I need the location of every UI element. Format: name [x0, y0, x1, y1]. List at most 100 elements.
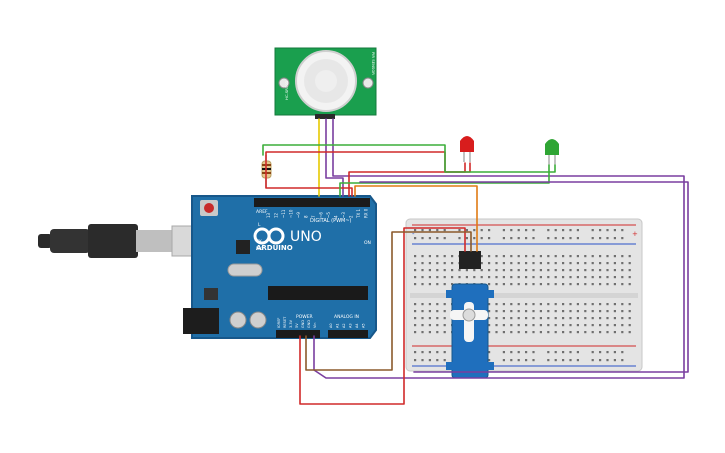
breadboard-hole[interactable]	[525, 351, 528, 354]
breadboard-hole[interactable]	[606, 262, 609, 265]
breadboard-hole[interactable]	[510, 331, 513, 334]
breadboard-hole[interactable]	[599, 351, 602, 354]
breadboard-hole[interactable]	[532, 351, 535, 354]
breadboard-hole[interactable]	[569, 276, 572, 279]
breadboard-hole[interactable]	[584, 331, 587, 334]
breadboard-hole[interactable]	[451, 283, 454, 286]
breadboard-hole[interactable]	[465, 237, 468, 240]
breadboard-hole[interactable]	[591, 276, 594, 279]
breadboard-hole[interactable]	[517, 229, 520, 232]
breadboard-hole[interactable]	[495, 255, 498, 258]
breadboard-hole[interactable]	[510, 229, 513, 232]
breadboard-hole[interactable]	[428, 255, 431, 258]
breadboard-hole[interactable]	[569, 229, 572, 232]
breadboard-hole[interactable]	[554, 269, 557, 272]
breadboard-hole[interactable]	[495, 303, 498, 306]
breadboard-hole[interactable]	[495, 262, 498, 265]
breadboard-hole[interactable]	[562, 237, 565, 240]
breadboard-hole[interactable]	[628, 303, 631, 306]
breadboard-hole[interactable]	[606, 283, 609, 286]
breadboard-hole[interactable]	[606, 303, 609, 306]
breadboard-hole[interactable]	[488, 310, 491, 313]
breadboard-hole[interactable]	[569, 283, 572, 286]
breadboard-hole[interactable]	[517, 310, 520, 313]
breadboard-hole[interactable]	[621, 359, 624, 362]
breadboard-hole[interactable]	[517, 351, 520, 354]
breadboard-hole[interactable]	[606, 255, 609, 258]
breadboard-hole[interactable]	[510, 283, 513, 286]
breadboard-hole[interactable]	[510, 359, 513, 362]
breadboard-hole[interactable]	[495, 317, 498, 320]
breadboard-hole[interactable]	[502, 262, 505, 265]
breadboard-hole[interactable]	[599, 276, 602, 279]
breadboard-hole[interactable]	[510, 324, 513, 327]
breadboard-hole[interactable]	[591, 310, 594, 313]
breadboard-hole[interactable]	[436, 324, 439, 327]
breadboard-hole[interactable]	[532, 276, 535, 279]
breadboard-hole[interactable]	[517, 324, 520, 327]
breadboard-hole[interactable]	[539, 317, 542, 320]
breadboard-hole[interactable]	[591, 283, 594, 286]
breadboard-hole[interactable]	[502, 229, 505, 232]
breadboard-hole[interactable]	[421, 269, 424, 272]
breadboard-hole[interactable]	[436, 283, 439, 286]
breadboard-hole[interactable]	[428, 359, 431, 362]
breadboard-hole[interactable]	[443, 359, 446, 362]
breadboard-hole[interactable]	[584, 269, 587, 272]
breadboard-hole[interactable]	[532, 262, 535, 265]
breadboard-hole[interactable]	[576, 276, 579, 279]
breadboard-hole[interactable]	[443, 310, 446, 313]
breadboard-hole[interactable]	[428, 324, 431, 327]
breadboard-hole[interactable]	[488, 237, 491, 240]
breadboard-hole[interactable]	[576, 359, 579, 362]
breadboard-hole[interactable]	[495, 310, 498, 313]
breadboard-hole[interactable]	[599, 317, 602, 320]
breadboard-hole[interactable]	[554, 276, 557, 279]
breadboard-hole[interactable]	[502, 237, 505, 240]
breadboard-hole[interactable]	[451, 262, 454, 265]
breadboard-hole[interactable]	[495, 331, 498, 334]
breadboard-hole[interactable]	[525, 317, 528, 320]
breadboard-hole[interactable]	[414, 269, 417, 272]
breadboard-hole[interactable]	[488, 262, 491, 265]
breadboard-hole[interactable]	[562, 351, 565, 354]
breadboard-hole[interactable]	[547, 331, 550, 334]
breadboard-hole[interactable]	[502, 331, 505, 334]
breadboard-hole[interactable]	[436, 237, 439, 240]
breadboard-hole[interactable]	[414, 317, 417, 320]
breadboard-hole[interactable]	[436, 229, 439, 232]
breadboard-hole[interactable]	[621, 262, 624, 265]
breadboard-hole[interactable]	[525, 262, 528, 265]
breadboard-hole[interactable]	[510, 303, 513, 306]
breadboard-hole[interactable]	[539, 310, 542, 313]
breadboard-hole[interactable]	[599, 331, 602, 334]
breadboard-hole[interactable]	[576, 331, 579, 334]
breadboard-hole[interactable]	[539, 331, 542, 334]
breadboard-hole[interactable]	[569, 255, 572, 258]
breadboard-hole[interactable]	[414, 310, 417, 313]
breadboard-hole[interactable]	[599, 229, 602, 232]
breadboard-hole[interactable]	[517, 276, 520, 279]
breadboard-hole[interactable]	[517, 255, 520, 258]
breadboard-hole[interactable]	[421, 310, 424, 313]
breadboard-hole[interactable]	[628, 262, 631, 265]
breadboard-hole[interactable]	[421, 229, 424, 232]
breadboard-hole[interactable]	[502, 351, 505, 354]
breadboard-hole[interactable]	[562, 262, 565, 265]
breadboard-hole[interactable]	[488, 255, 491, 258]
breadboard-hole[interactable]	[606, 237, 609, 240]
breadboard-hole[interactable]	[414, 229, 417, 232]
breadboard-hole[interactable]	[628, 317, 631, 320]
breadboard-hole[interactable]	[532, 359, 535, 362]
breadboard-hole[interactable]	[510, 262, 513, 265]
breadboard-hole[interactable]	[554, 255, 557, 258]
breadboard-hole[interactable]	[436, 262, 439, 265]
breadboard-hole[interactable]	[554, 303, 557, 306]
breadboard-hole[interactable]	[532, 255, 535, 258]
breadboard-hole[interactable]	[532, 237, 535, 240]
breadboard-hole[interactable]	[591, 324, 594, 327]
breadboard-hole[interactable]	[428, 303, 431, 306]
breadboard-hole[interactable]	[421, 317, 424, 320]
breadboard-hole[interactable]	[628, 276, 631, 279]
breadboard-hole[interactable]	[621, 229, 624, 232]
